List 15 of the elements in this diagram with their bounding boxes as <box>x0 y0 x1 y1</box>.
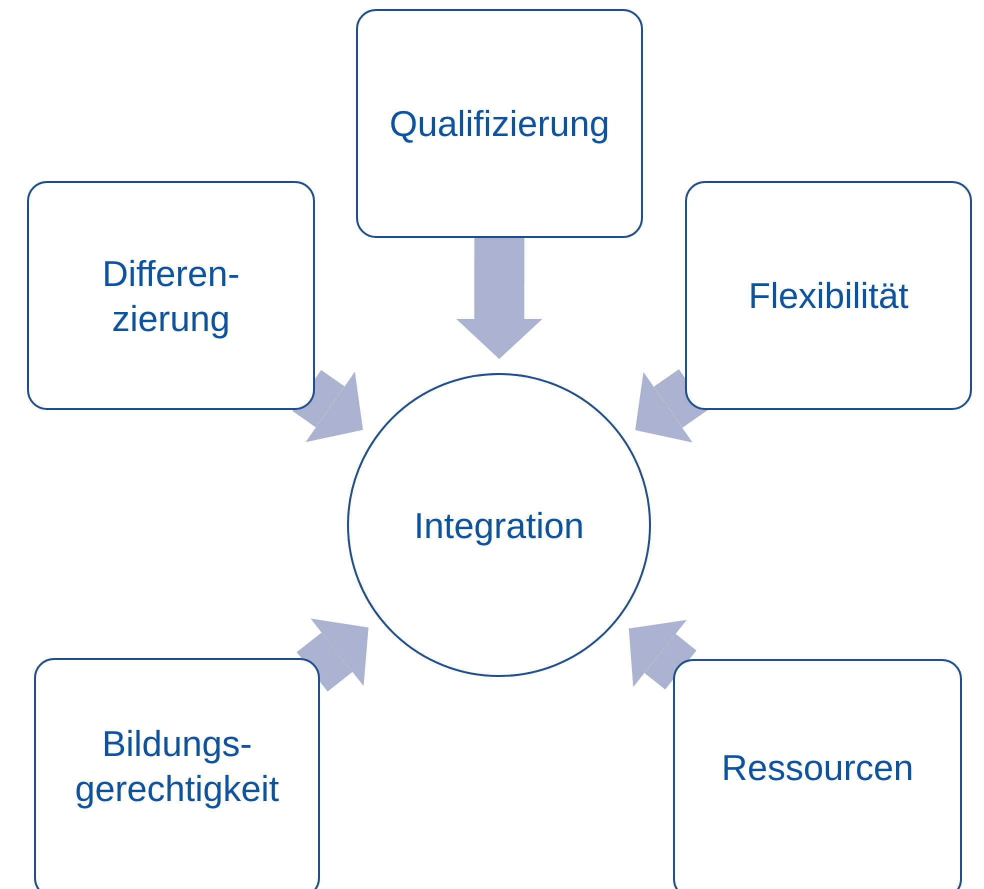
rounded-box <box>27 181 315 410</box>
node-label: Integration <box>414 504 584 548</box>
block-arrow <box>292 370 363 442</box>
node-label: Qualifizierung <box>389 102 610 146</box>
block-arrow <box>628 620 696 690</box>
node-label: Differen- zierung <box>101 252 241 340</box>
rounded-box <box>673 659 962 889</box>
node-label: Bildungs- gerechtigkeit <box>74 722 280 811</box>
block-arrow <box>296 618 368 692</box>
node-label: Ressourcen <box>721 746 914 790</box>
rounded-box <box>356 9 643 238</box>
rounded-box <box>34 658 320 889</box>
node-label: Flexibilität <box>748 274 909 318</box>
block-arrow <box>635 369 708 443</box>
rounded-box <box>685 181 972 410</box>
